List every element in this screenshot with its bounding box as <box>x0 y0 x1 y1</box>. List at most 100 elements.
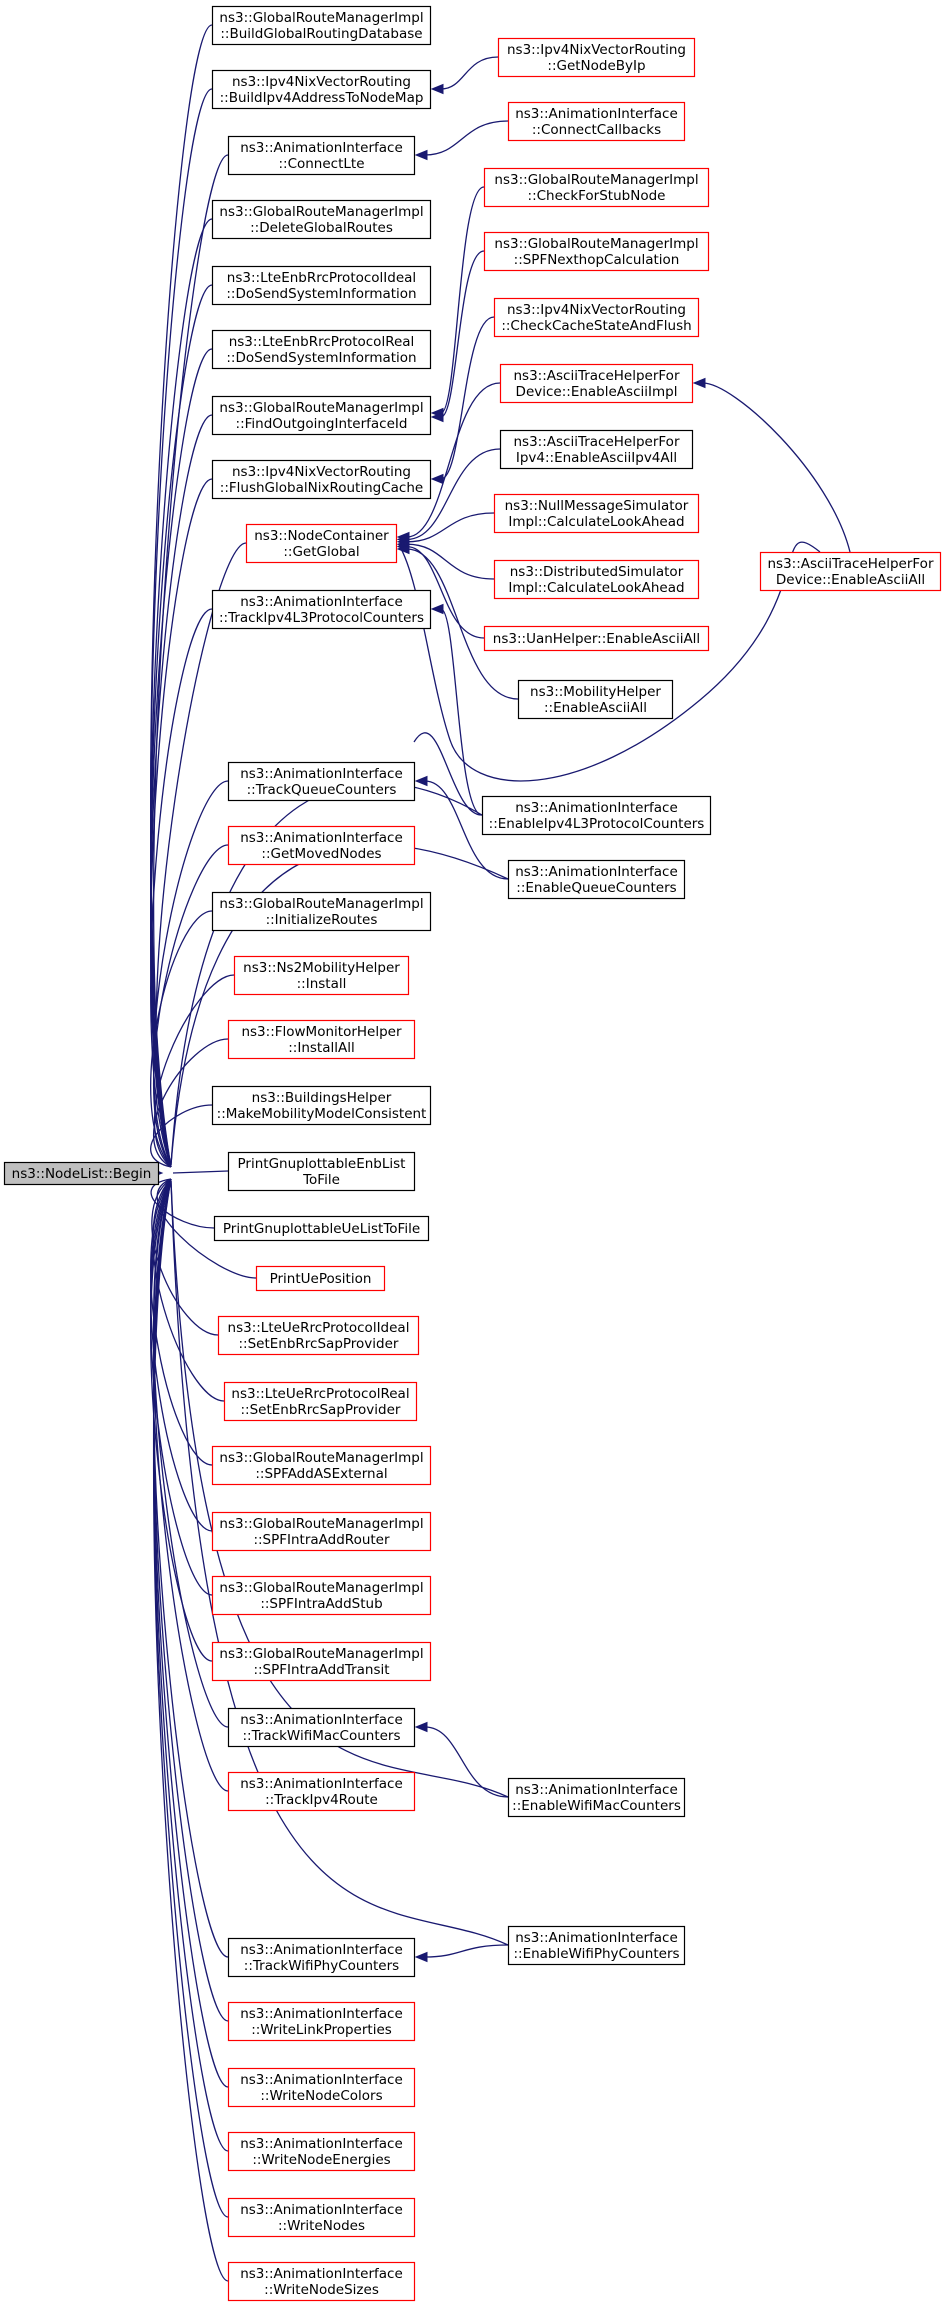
node-ns3-ipv4nixvectorrouting-checkcachestateandflush[interactable]: ns3::Ipv4NixVectorRouting::CheckCacheSta… <box>493 297 700 338</box>
node-ns3-animationinterface-enableipv4l3protocolcounters[interactable]: ns3::AnimationInterface::EnableIpv4L3Pro… <box>481 795 712 836</box>
node-box <box>497 37 696 78</box>
node-ns3-ns2mobilityhelper-install[interactable]: ns3::Ns2MobilityHelper::Install <box>233 955 410 996</box>
node-label: ::TrackQueueCounters <box>247 782 397 798</box>
node-label: ns3::AnimationInterface <box>515 800 678 816</box>
node-label: ns3::LteEnbRrcProtocolReal <box>229 334 415 350</box>
node-ns3-animationinterface-getmovednodes[interactable]: ns3::AnimationInterface::GetMovedNodes <box>227 825 416 866</box>
node-ns3-globalroutemanagerimpl-spfnexthopcalculation[interactable]: ns3::GlobalRouteManagerImpl::SPFNexthopC… <box>483 231 710 272</box>
node-ns3-mobilityhelper-enableasciiall[interactable]: ns3::MobilityHelper::EnableAsciiAll <box>517 679 674 720</box>
node-ns3-ipv4nixvectorrouting-buildipv4addresstonodemap[interactable]: ns3::Ipv4NixVectorRouting::BuildIpv4Addr… <box>211 69 432 110</box>
node-ns3-animationinterface-trackwifimaccounters[interactable]: ns3::AnimationInterface::TrackWifiMacCou… <box>227 1707 416 1748</box>
node-box <box>255 1265 386 1292</box>
node-ns3-ipv4nixvectorrouting-flushglobalnixroutingcache[interactable]: ns3::Ipv4NixVectorRouting::FlushGlobalNi… <box>211 459 432 500</box>
node-label: ns3::UanHelper::EnableAsciiAll <box>493 631 700 647</box>
edge <box>150 348 213 1168</box>
edge <box>153 1178 229 1792</box>
node-printueposition[interactable]: PrintUePosition <box>255 1265 386 1292</box>
node-ns3-globalroutemanagerimpl-buildglobalroutingdatabase[interactable]: ns3::GlobalRouteManagerImpl::BuildGlobal… <box>211 5 432 46</box>
node-label: ::InitializeRoutes <box>266 912 378 928</box>
node-ns3-globalroutemanagerimpl-checkforstubnode[interactable]: ns3::GlobalRouteManagerImpl::CheckForStu… <box>483 167 710 208</box>
node-label: ns3::AnimationInterface <box>240 2266 403 2282</box>
node-ns3-animationinterface-connectlte[interactable]: ns3::AnimationInterface::ConnectLte <box>227 135 416 176</box>
node-ns3-asciitracehelperfor-device-enableasciiall[interactable]: ns3::AsciiTraceHelperForDevice::EnableAs… <box>759 551 942 592</box>
node-printgnuplottableuelisttofile[interactable]: PrintGnuplottableUeListToFile <box>213 1215 430 1242</box>
node-ns3-globalroutemanagerimpl-spfintraaddrouter[interactable]: ns3::GlobalRouteManagerImpl::SPFIntraAdd… <box>211 1511 432 1552</box>
node-label: ::EnableAsciiAll <box>544 700 647 716</box>
node-ns3-asciitracehelperfor-device-enableasciiimpl[interactable]: ns3::AsciiTraceHelperForDevice::EnableAs… <box>499 363 694 404</box>
node-label: ns3::NodeList::Begin <box>12 1166 152 1182</box>
node-ns3-animationinterface-writenodes[interactable]: ns3::AnimationInterface::WriteNodes <box>227 2197 416 2238</box>
node-label: ns3::MobilityHelper <box>530 684 661 700</box>
node-label: ::EnableWifiPhyCounters <box>513 1946 679 1962</box>
node-label: ns3::Ipv4NixVectorRouting <box>507 302 686 318</box>
edge <box>406 543 495 580</box>
node-label: ns3::FlowMonitorHelper <box>241 1024 401 1040</box>
node-ns3-flowmonitorhelper-installall[interactable]: ns3::FlowMonitorHelper::InstallAll <box>227 1019 416 1060</box>
node-ns3-lteenbrrcprotocolideal-dosendsysteminformation[interactable]: ns3::LteEnbRrcProtocolIdeal::DoSendSyste… <box>211 265 432 306</box>
node-box <box>227 135 416 176</box>
edge <box>406 448 501 541</box>
edge <box>440 608 483 816</box>
node-ns3-distributedsimulator-impl-calculatelookahead[interactable]: ns3::DistributedSimulatorImpl::Calculate… <box>493 559 700 600</box>
node-label: ::WriteNodeSizes <box>264 2282 379 2298</box>
node-box <box>211 395 432 436</box>
node-ns3-buildingshelper-makemobilitymodelconsistent[interactable]: ns3::BuildingsHelper::MakeMobilityModelC… <box>211 1085 432 1126</box>
node-ns3-globalroutemanagerimpl-spfintraaddstub[interactable]: ns3::GlobalRouteManagerImpl::SPFIntraAdd… <box>211 1575 432 1616</box>
node-label: ns3::AnimationInterface <box>240 1776 403 1792</box>
node-label: ns3::AnimationInterface <box>515 106 678 122</box>
edge-arrowhead <box>396 543 410 555</box>
node-ns3-animationinterface-enablequeuecounters[interactable]: ns3::AnimationInterface::EnableQueueCoun… <box>507 859 686 900</box>
node-label: ns3::AsciiTraceHelperFor <box>513 434 679 450</box>
node-label: ::SPFIntraAddRouter <box>253 1532 390 1548</box>
node-ns3-animationinterface-enablewifiphycounters[interactable]: ns3::AnimationInterface::EnableWifiPhyCo… <box>507 1925 686 1966</box>
node-label: ::GetMovedNodes <box>261 846 381 862</box>
node-label: ns3::AsciiTraceHelperFor <box>767 556 933 572</box>
node-ns3-nodecontainer-getglobal[interactable]: ns3::NodeContainer::GetGlobal <box>245 523 398 564</box>
node-ns3-animationinterface-enablewifimaccounters[interactable]: ns3::AnimationInterface::EnableWifiMacCo… <box>507 1777 686 1818</box>
node-ns3-asciitracehelperfor-ipv4-enableasciiipv4all[interactable]: ns3::AsciiTraceHelperForIpv4::EnableAsci… <box>499 429 694 470</box>
node-label: ns3::LteUeRrcProtocolIdeal <box>228 1320 410 1336</box>
node-ns3-lteenbrrcprotocolreal-dosendsysteminformation[interactable]: ns3::LteEnbRrcProtocolReal::DoSendSystem… <box>211 329 432 370</box>
node-ns3-globalroutemanagerimpl-spfintraaddtransit[interactable]: ns3::GlobalRouteManagerImpl::SPFIntraAdd… <box>211 1641 432 1682</box>
node-label: ::EnableWifiMacCounters <box>512 1798 681 1814</box>
node-ns3-ipv4nixvectorrouting-getnodebyip[interactable]: ns3::Ipv4NixVectorRouting::GetNodeByIp <box>497 37 696 78</box>
node-ns3-lteuerrcprotocolreal-setenbrrcsapprovider[interactable]: ns3::LteUeRrcProtocolReal::SetEnbRrcSapP… <box>223 1381 418 1422</box>
node-label: Impl::CalculateLookAhead <box>508 580 684 596</box>
node-box <box>211 265 432 306</box>
node-label: ::FlushGlobalNixRoutingCache <box>220 480 423 496</box>
node-ns3-animationinterface-trackwifiphycounters[interactable]: ns3::AnimationInterface::TrackWifiPhyCou… <box>227 1937 416 1978</box>
node-label: ns3::AnimationInterface <box>240 2006 403 2022</box>
node-ns3-globalroutemanagerimpl-findoutgoinginterfaceid[interactable]: ns3::GlobalRouteManagerImpl::FindOutgoin… <box>211 395 432 436</box>
node-box <box>211 1641 432 1682</box>
node-label: Impl::CalculateLookAhead <box>508 514 684 530</box>
node-ns3-animationinterface-writelinkproperties[interactable]: ns3::AnimationInterface::WriteLinkProper… <box>227 2001 416 2042</box>
node-ns3-lteuerrcprotocolideal-setenbrrcsapprovider[interactable]: ns3::LteUeRrcProtocolIdeal::SetEnbRrcSap… <box>217 1315 420 1356</box>
node-ns3-nullmessagesimulator-impl-calculatelookahead[interactable]: ns3::NullMessageSimulatorImpl::Calculate… <box>493 493 700 534</box>
edges-layer <box>150 24 851 2282</box>
node-ns3-nodelist-begin[interactable]: ns3::NodeList::Begin <box>3 1161 160 1186</box>
edge-arrowhead <box>414 1721 428 1733</box>
edge <box>151 1178 219 1336</box>
node-box <box>233 955 410 996</box>
edge <box>406 545 485 639</box>
node-label: ns3::AnimationInterface <box>240 1712 403 1728</box>
node-box <box>517 679 674 720</box>
node-ns3-animationinterface-trackqueuecounters[interactable]: ns3::AnimationInterface::TrackQueueCount… <box>227 761 416 802</box>
node-label: ns3::AnimationInterface <box>240 2202 403 2218</box>
node-ns3-globalroutemanagerimpl-deleteglobalroutes[interactable]: ns3::GlobalRouteManagerImpl::DeleteGloba… <box>211 199 432 240</box>
edge-arrowhead <box>430 411 444 423</box>
node-ns3-animationinterface-writenodecolors[interactable]: ns3::AnimationInterface::WriteNodeColors <box>227 2067 416 2108</box>
node-ns3-animationinterface-trackipv4route[interactable]: ns3::AnimationInterface::TrackIpv4Route <box>227 1771 416 1812</box>
node-label: ::ConnectLte <box>278 156 364 172</box>
node-ns3-globalroutemanagerimpl-spfaddasexternal[interactable]: ns3::GlobalRouteManagerImpl::SPFAddASExt… <box>211 1445 432 1486</box>
node-ns3-animationinterface-connectcallbacks[interactable]: ns3::AnimationInterface::ConnectCallback… <box>507 101 686 142</box>
node-ns3-animationinterface-writenodeenergies[interactable]: ns3::AnimationInterface::WriteNodeEnergi… <box>227 2131 416 2172</box>
node-ns3-uanhelper-enableasciiall[interactable]: ns3::UanHelper::EnableAsciiAll <box>483 625 710 652</box>
node-label: ::DeleteGlobalRoutes <box>250 220 393 236</box>
node-label: ns3::BuildingsHelper <box>252 1090 392 1106</box>
node-ns3-globalroutemanagerimpl-initializeroutes[interactable]: ns3::GlobalRouteManagerImpl::InitializeR… <box>211 891 432 932</box>
node-box <box>227 2131 416 2172</box>
node-ns3-animationinterface-writenodesizes[interactable]: ns3::AnimationInterface::WriteNodeSizes <box>227 2261 416 2302</box>
node-ns3-animationinterface-trackipv4l3protocolcounters[interactable]: ns3::AnimationInterface::TrackIpv4L3Prot… <box>211 589 432 630</box>
